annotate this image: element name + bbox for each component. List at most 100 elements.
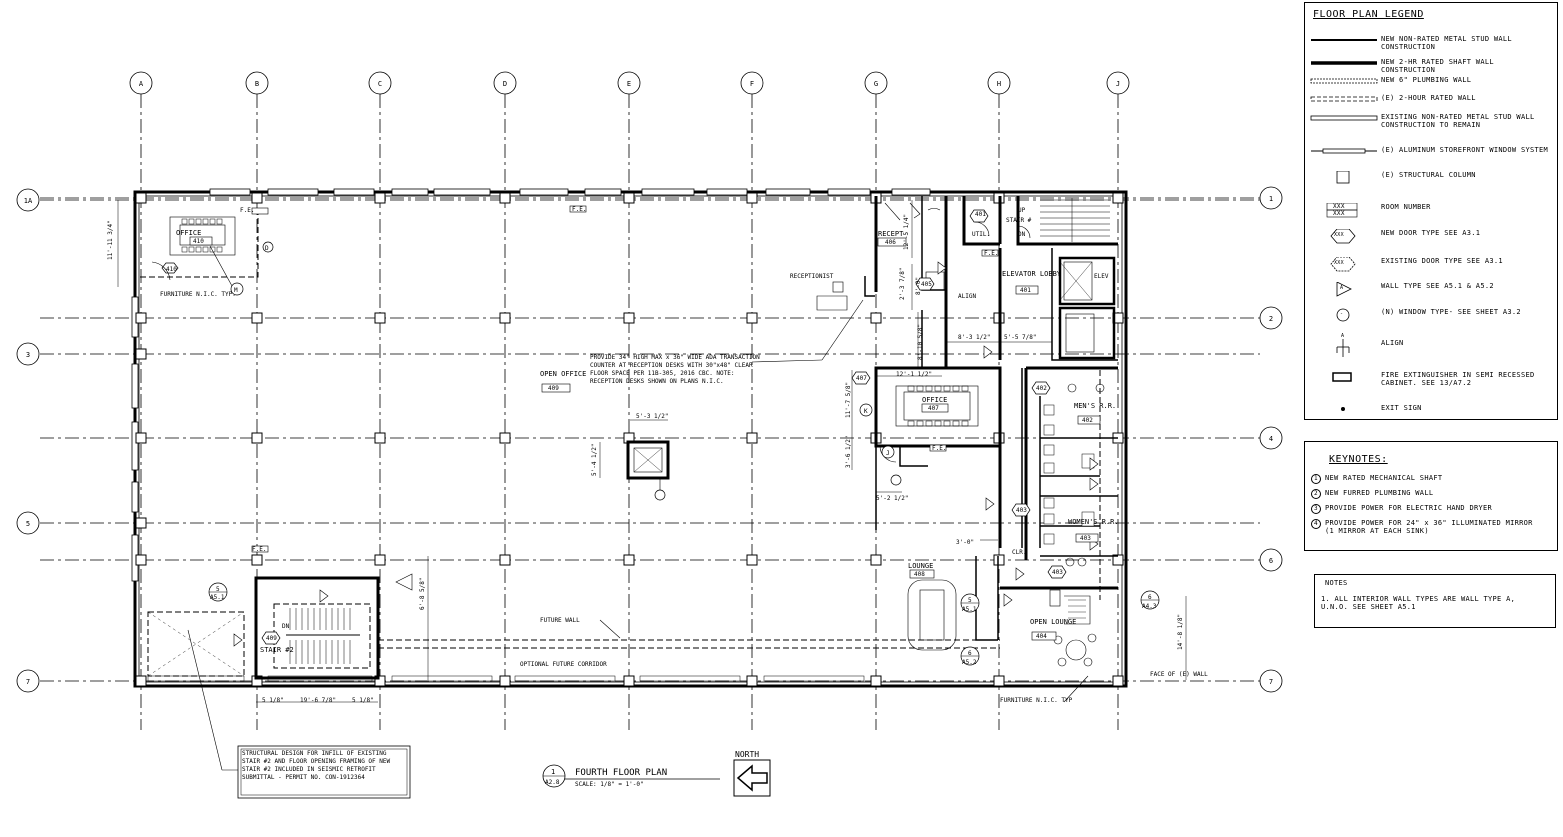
- structural-column: [993, 554, 1005, 566]
- chair: [202, 246, 209, 253]
- grid-bubble-c: [368, 71, 392, 95]
- structural-column: [623, 554, 635, 566]
- structural-column: [499, 312, 511, 324]
- grid-label: 1: [1269, 195, 1273, 203]
- chair: [188, 246, 195, 253]
- structural-column: [746, 312, 758, 324]
- label-receptionist: RECEPTIONIST: [790, 273, 834, 280]
- detail-number: 1: [551, 768, 555, 776]
- structural-column: [135, 348, 147, 360]
- legend-item: NEW 6" PLUMBING WALL: [1305, 76, 1555, 96]
- label-future-wall: FUTURE WALL: [540, 617, 580, 624]
- grid-bubble-h: [987, 71, 1011, 95]
- structural-column: [135, 517, 147, 529]
- chair: [961, 420, 969, 427]
- room-name: MEN'S R.R.: [1074, 402, 1116, 410]
- ada-note: PROVIDE 34" HIGH MAX x 36" WIDE ADA TRAN…: [590, 354, 760, 385]
- chair: [181, 246, 188, 253]
- keynote-text: PROVIDE POWER FOR 24" x 36" ILLUMINATED …: [1325, 519, 1533, 535]
- grid-bubble-5: [16, 511, 40, 535]
- keynotes-title: KEYNOTES:: [1329, 454, 1388, 465]
- legend-item-text: EXISTING NON-RATED METAL STUD WALL CONST…: [1381, 113, 1535, 129]
- structural-column: [135, 192, 147, 204]
- grid-label: C: [378, 80, 382, 88]
- sheet-ref: A2.8: [545, 779, 560, 786]
- keynote-text: PROVIDE POWER FOR ELECTRIC HAND DRYER: [1325, 504, 1493, 512]
- structural-column: [135, 312, 147, 324]
- room-name: OFFICE: [922, 396, 947, 404]
- dimension-text: 14'-8 1/8": [1177, 614, 1184, 650]
- room-number: 408: [914, 571, 925, 578]
- structural-note: STRUCTURAL DESIGN FOR INFILL OF EXISTING…: [237, 745, 411, 799]
- legend-item-text: ALIGN: [1381, 339, 1404, 347]
- north-label: NORTH: [735, 750, 759, 759]
- structural-column: [135, 432, 147, 444]
- section-tag: A5.1: [210, 594, 225, 601]
- keynote-text: NEW FURRED PLUMBING WALL: [1325, 489, 1434, 497]
- room-number: 403: [1080, 535, 1091, 542]
- chair: [202, 218, 209, 225]
- chair: [907, 385, 915, 392]
- legend-item: (E) 2-HOUR RATED WALL: [1305, 94, 1555, 114]
- dimension-text: 2'-3 7/8": [899, 267, 906, 300]
- dimension-text: 6'-8 5/8": [419, 577, 426, 610]
- dimension-text: 5 1/8": [262, 697, 284, 704]
- legend-symbol-tag: XXX: [1334, 260, 1344, 266]
- structural-column: [623, 312, 635, 324]
- reception-desk: [751, 276, 875, 363]
- grid-bubble-1: [1259, 186, 1283, 210]
- tag-j: J: [886, 450, 890, 457]
- room-name: OPEN OFFICE: [540, 370, 586, 378]
- structural-column: [374, 192, 386, 204]
- restroom-walls: [998, 366, 1118, 625]
- chair: [195, 246, 202, 253]
- drawing-title-text: FOURTH FLOOR PLAN: [575, 768, 667, 778]
- keynote-number: 2: [1311, 489, 1321, 499]
- structural-column: [746, 554, 758, 566]
- recept-406-walls: [874, 196, 948, 368]
- legend-item: EXIT SIGN: [1305, 404, 1555, 424]
- chair: [952, 420, 960, 427]
- grid-label: D: [503, 80, 507, 88]
- notes-title: NOTES: [1325, 579, 1348, 587]
- grid-label: G: [874, 80, 878, 88]
- structural-column: [870, 675, 882, 687]
- structural-column: [870, 312, 882, 324]
- future-walls: [378, 573, 1000, 649]
- structural-column: [499, 554, 511, 566]
- legend-item-text: NEW 6" PLUMBING WALL: [1381, 76, 1472, 84]
- tag-m: M: [234, 287, 238, 294]
- legend-item-text: NEW DOOR TYPE SEE A3.1: [1381, 229, 1481, 237]
- structural-column: [135, 554, 147, 566]
- room-number: 401: [1020, 287, 1031, 294]
- room-tag-top: XXX: [1333, 203, 1345, 210]
- room-name: OPEN LOUNGE: [1030, 618, 1076, 626]
- chair: [181, 218, 188, 225]
- line-thick-double-icon: [1309, 58, 1377, 78]
- structural-column: [1112, 675, 1124, 687]
- structural-column: [251, 312, 263, 324]
- grid-label: 1A: [24, 197, 33, 205]
- fe-tag: F.E.: [572, 206, 586, 213]
- tag-k: K: [864, 408, 868, 415]
- line-hatched-icon: [1309, 76, 1378, 96]
- legend-item: (E) ALUMINUM STOREFRONT WINDOW SYSTEM: [1305, 146, 1555, 166]
- grid-bubble-2: [1259, 306, 1283, 330]
- dimension-text: 11'-7 5/8": [845, 382, 852, 418]
- grid-label: 7: [26, 678, 30, 686]
- fe-tag: F.E.: [240, 207, 254, 214]
- structural-column: [251, 554, 263, 566]
- grid-label: E: [627, 80, 631, 88]
- structural-column: [746, 675, 758, 687]
- door-tag: 407: [856, 375, 867, 382]
- dimension-text: 12'-5 1/4": [903, 214, 910, 250]
- dimension-text: 5 1/8": [352, 697, 374, 704]
- stair-label: STAIR #: [1006, 217, 1032, 224]
- grid-bubble-7: [16, 669, 40, 693]
- fe-tag: F.E.: [252, 546, 266, 553]
- dimension-text: 3'-0": [956, 539, 974, 546]
- chair: [934, 420, 942, 427]
- tag-d: D: [265, 245, 269, 252]
